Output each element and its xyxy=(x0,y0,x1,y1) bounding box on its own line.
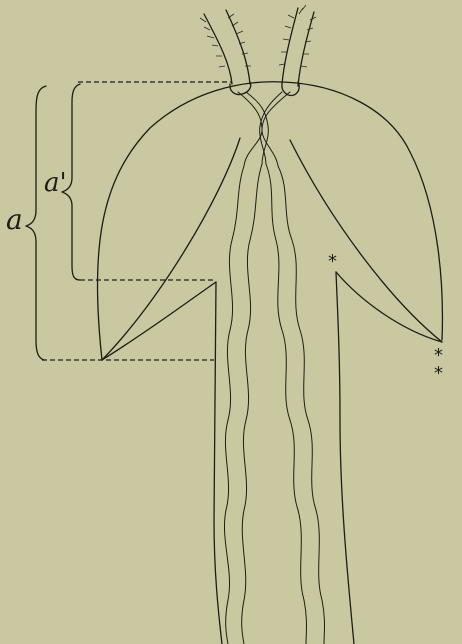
stem-left-edge xyxy=(214,282,222,644)
label-a: a xyxy=(6,206,23,234)
left-appendage xyxy=(200,10,251,84)
asterisk-double: * * xyxy=(434,347,462,383)
strand-3 xyxy=(266,164,307,644)
right-wing-inner xyxy=(290,140,442,342)
left-wing-lower xyxy=(102,282,216,360)
label-a-prime: a' xyxy=(44,170,67,196)
stem-right-edge xyxy=(336,272,354,644)
left-wing-inner xyxy=(102,138,240,360)
asterisk-single: * xyxy=(328,253,337,271)
strand-2 xyxy=(242,164,262,644)
strand-1 xyxy=(224,166,244,644)
brace-a xyxy=(26,86,46,360)
right-wing-lower xyxy=(336,272,442,342)
right-cap xyxy=(282,82,299,95)
right-appendage xyxy=(279,5,316,86)
strand-cross-2 xyxy=(262,92,290,166)
strand-4 xyxy=(278,166,325,644)
